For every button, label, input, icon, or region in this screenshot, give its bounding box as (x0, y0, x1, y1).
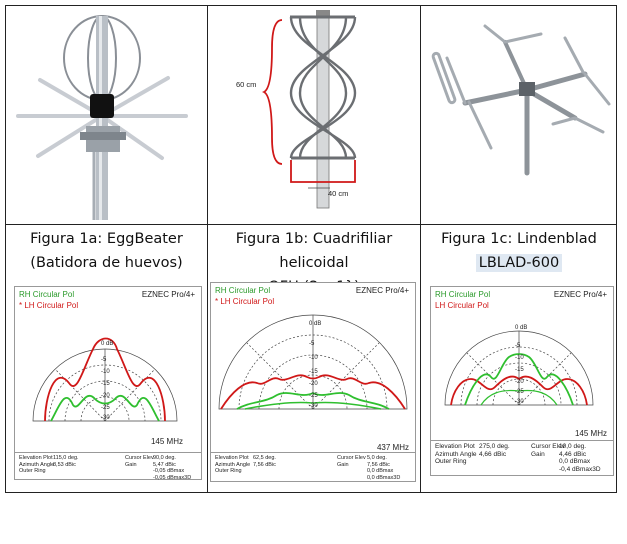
info-value: 90,0 deg. (153, 455, 176, 461)
pattern-plot-1a: RH Circular Pol * LH Circular Pol EZNEC … (14, 286, 202, 481)
info-label: Cursor Elev (531, 443, 565, 450)
caption-figure-1a: Figura 1a: EggBeater (Batidora de huevos… (6, 227, 207, 275)
info-value: 115,0 deg. (53, 455, 79, 461)
info-label: Elevation Plot (19, 455, 53, 461)
software-label: EZNEC Pro/4+ (553, 290, 607, 299)
column-divider (420, 6, 421, 492)
info-value: 4,46 dBic (559, 450, 587, 458)
info-value: 7,56 dBic (253, 461, 276, 468)
info-label: Elevation Plot (435, 443, 475, 450)
scale-label: -20 (101, 393, 110, 399)
info-label: Azimuth Angle (19, 461, 55, 468)
scale-label: -5 (515, 343, 521, 349)
scale-label: -5 (101, 357, 107, 363)
lindenblad-image (425, 8, 615, 220)
scale-label: -25 (309, 393, 318, 399)
info-value: 5,0 deg. (367, 455, 387, 461)
info-value: -0,05 dBmax3D (153, 474, 192, 481)
scale-label: -10 (101, 369, 110, 375)
scale-top-label: 0 dB (309, 321, 321, 327)
scale-label: -25 (101, 405, 110, 411)
scale-top-label: 0 dB (515, 325, 527, 331)
legend-rh: RH Circular Pol (215, 286, 271, 295)
pattern-plot-1c: RH Circular Pol LH Circular Pol EZNEC Pr… (430, 286, 614, 476)
qfh-diagram: 60 cm 40 cm (212, 8, 416, 220)
info-value: 0,0 dBmax (367, 468, 394, 474)
eggbeater-image (10, 8, 202, 220)
software-label: EZNEC Pro/4+ (355, 286, 409, 295)
info-label: Outer Ring (215, 468, 242, 474)
scale-label: -15 (101, 381, 110, 387)
info-value: 0,0 dBmax3D (367, 474, 401, 481)
plot-info-panel: Elevation Plot Azimuth Angle Outer Ring … (211, 452, 415, 481)
frequency-label: 145 MHz (574, 429, 607, 438)
info-value: 7,56 dBic (367, 461, 390, 468)
scale-label: -10 (309, 355, 318, 361)
info-label: Azimuth Angle (435, 450, 477, 458)
info-label: Cursor Elev (337, 455, 366, 461)
scale-label: -30 (309, 403, 318, 409)
info-value: 0,0 dBmax (559, 458, 591, 465)
column-divider (207, 6, 208, 492)
plot-info-panel: Elevation Plot Azimuth Angle Outer Ring … (431, 440, 613, 475)
info-label: Outer Ring (435, 458, 467, 465)
plot-info-panel: Elevation Plot Azimuth Angle Outer Ring … (15, 452, 201, 481)
info-label: Outer Ring (19, 468, 46, 474)
frequency-label: 145 MHz (150, 437, 183, 446)
software-label: EZNEC Pro/4+ (141, 290, 195, 299)
legend-lh: LH Circular Pol (435, 301, 489, 310)
scale-label: -25 (515, 389, 524, 395)
info-value: 8,53 dBic (53, 461, 76, 468)
pattern-plot-1b: RH Circular Pol * LH Circular Pol EZNEC … (210, 282, 416, 482)
legend-rh: RH Circular Pol (19, 290, 75, 299)
scale-label: -30 (515, 399, 524, 405)
scale-top-label: 0 dB (101, 341, 113, 347)
info-value: 5,47 dBic (153, 461, 176, 468)
scale-label: -20 (309, 381, 318, 387)
info-label: Azimuth Angle (215, 461, 251, 468)
info-value: -0,4 dBmax3D (559, 465, 601, 473)
info-label: Gain (337, 461, 349, 468)
row-divider (6, 224, 616, 225)
info-value: 62,5 deg. (253, 455, 276, 461)
height-dimension-label: 60 cm (236, 80, 257, 89)
caption-figure-1c: Figura 1c: Lindenblad LBLAD-600 (421, 227, 617, 275)
width-dimension-label: 40 cm (328, 189, 349, 198)
legend-rh: RH Circular Pol (435, 290, 491, 299)
scale-label: -10 (515, 355, 524, 361)
legend-lh: * LH Circular Pol (215, 297, 275, 306)
info-value: 275,0 deg. (479, 443, 510, 450)
info-label: Elevation Plot (215, 455, 249, 461)
figure-table: 60 cm 40 cm (5, 5, 617, 493)
scale-label: -20 (515, 379, 524, 385)
info-value: 4,66 dBic (479, 450, 507, 458)
frequency-label: 437 MHz (376, 443, 409, 452)
info-label: Gain (531, 450, 545, 458)
scale-label: -15 (309, 369, 318, 375)
caption-subtitle: LBLAD-600 (475, 254, 563, 272)
caption-title: Figura 1c: Lindenblad (441, 231, 597, 247)
scale-label: -30 (101, 415, 110, 421)
info-label: Gain (125, 461, 137, 468)
legend-lh: * LH Circular Pol (19, 301, 79, 310)
caption-subtitle: (Batidora de huevos) (30, 255, 183, 271)
caption-title: Figura 1a: EggBeater (30, 231, 183, 247)
info-label: Cursor Elev (125, 455, 154, 461)
scale-label: -15 (515, 367, 524, 373)
info-value: 10,0 deg. (559, 443, 587, 450)
info-value: -0,05 dBmax (153, 468, 185, 474)
caption-title: Figura 1b: Cuadrifiliar helicoidal (235, 231, 393, 271)
scale-label: -5 (309, 341, 315, 347)
